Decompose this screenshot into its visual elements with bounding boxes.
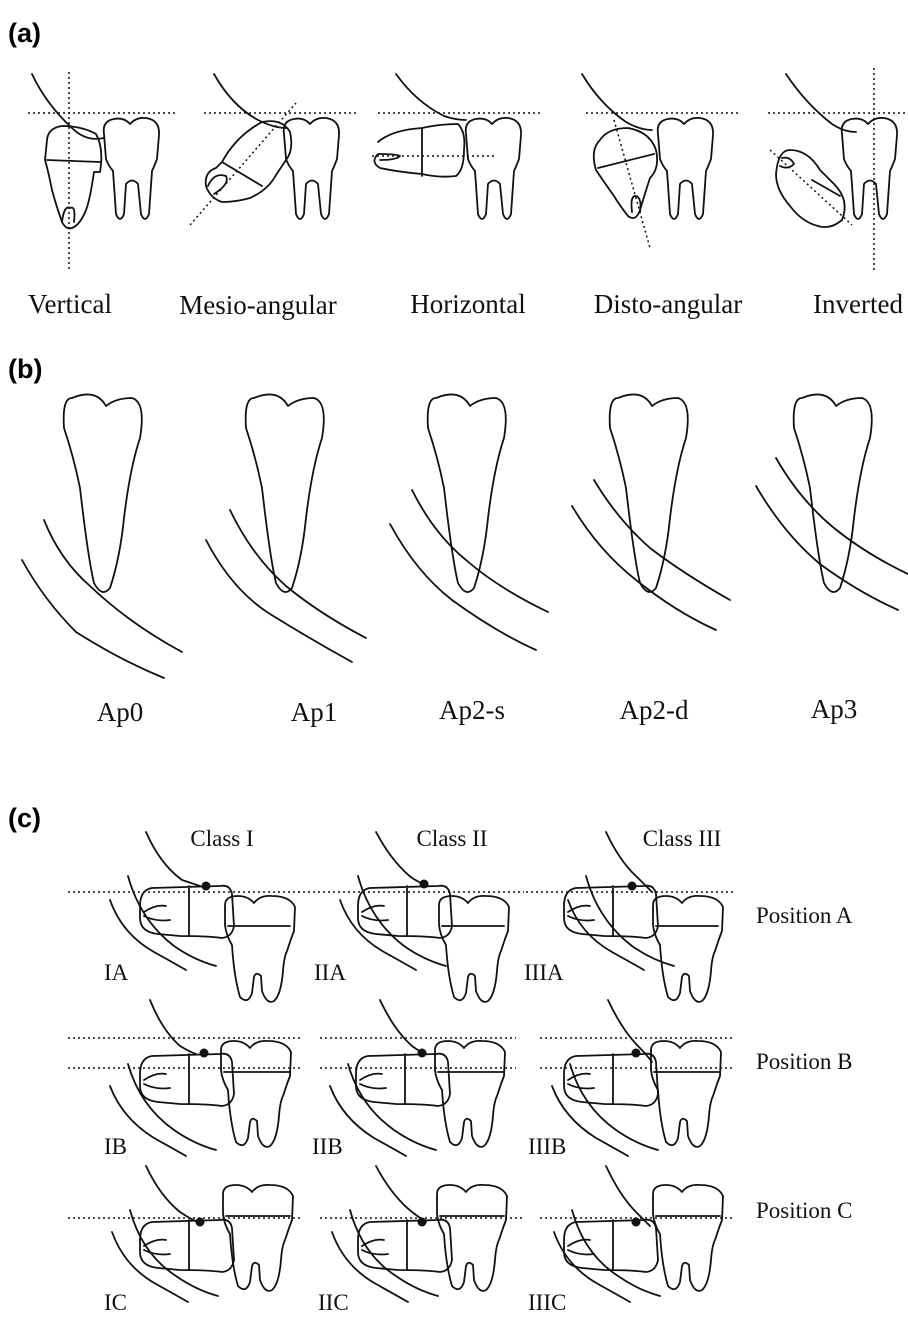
cell-label-iiia: IIIA [524, 960, 564, 985]
cell-label-ia: IA [104, 960, 129, 985]
cell-ic: IC [68, 1166, 302, 1315]
diagram-disto-angular [582, 74, 738, 248]
caption-disto-angular: Disto-angular [594, 289, 742, 319]
caption-ap0: Ap0 [97, 697, 144, 727]
caption-ap2-s: Ap2-s [439, 695, 505, 725]
caption-horizontal: Horizontal [410, 289, 525, 319]
position-c-label: Position C [756, 1198, 853, 1223]
caption-mesio-angular: Mesio-angular [179, 290, 336, 320]
cell-ib: IB [68, 1000, 302, 1159]
cell-label-iia: IIA [314, 960, 346, 985]
cell-iiib: IIIB [528, 1000, 734, 1159]
panel-a-label: (a) [8, 18, 41, 48]
panel-b-label: (b) [8, 354, 42, 384]
diagram-ap2-s [390, 394, 548, 650]
cell-label-ib: IB [104, 1134, 127, 1159]
cell-label-iib: IIB [312, 1134, 343, 1159]
cell-iia: IIA [298, 832, 524, 1002]
diagram-inverted [768, 68, 906, 272]
caption-vertical: Vertical [28, 289, 112, 319]
cell-iic: IIC [318, 1166, 524, 1315]
diagram-ap3 [756, 394, 908, 610]
cell-label-iiic: IIIC [528, 1290, 566, 1315]
cell-iiia: IIIA [524, 832, 734, 1002]
class-iii-header: Class III [643, 826, 722, 851]
caption-ap3: Ap3 [811, 694, 858, 724]
cell-iiic: IIIC [528, 1166, 734, 1315]
caption-ap1: Ap1 [291, 697, 338, 727]
diagram-horizontal [372, 74, 542, 219]
diagram-ap2-d [572, 394, 730, 630]
position-b-label: Position B [756, 1049, 853, 1074]
cell-label-iiib: IIIB [528, 1134, 566, 1159]
class-i-header: Class I [190, 826, 253, 851]
class-ii-header: Class II [417, 826, 488, 851]
cell-iib: IIB [312, 1000, 516, 1159]
position-a-label: Position A [756, 903, 853, 928]
diagram-vertical [28, 72, 178, 272]
diagram-mesio-angular [190, 74, 356, 225]
caption-inverted: Inverted [813, 289, 903, 319]
diagram-ap0 [22, 394, 182, 678]
caption-ap2-d: Ap2-d [620, 695, 689, 725]
diagram-ap1 [206, 394, 366, 662]
cell-label-iic: IIC [318, 1290, 349, 1315]
cell-label-ic: IC [104, 1290, 127, 1315]
panel-c-label: (c) [8, 803, 41, 833]
cell-ia: IA [68, 832, 302, 1002]
